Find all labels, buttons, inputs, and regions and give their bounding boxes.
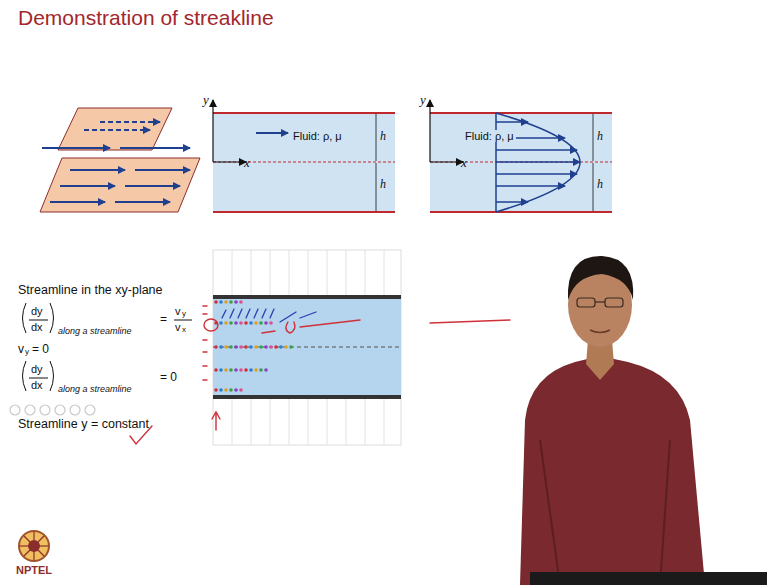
- dye-dot: [239, 321, 243, 325]
- axis-label: x: [461, 156, 467, 170]
- dye-dot: [249, 368, 253, 372]
- equation-marks: [23, 303, 193, 391]
- variable: v: [175, 321, 181, 333]
- dye-dot: [274, 345, 278, 349]
- dye-dot: [249, 321, 253, 325]
- dye-dot: [234, 368, 238, 372]
- dye-dot: [264, 321, 268, 325]
- dye-dot: [229, 300, 233, 304]
- equals-sign: =: [160, 313, 167, 326]
- dye-dot: [214, 345, 218, 349]
- dye-dot: [269, 321, 273, 325]
- dye-dot: [234, 300, 238, 304]
- nptel-logo: [19, 531, 49, 561]
- dye-dot: [244, 345, 248, 349]
- streakline-frame: [213, 250, 401, 445]
- axis-label: y: [203, 93, 209, 107]
- fluid-label: Fluid: ρ, μ: [291, 130, 344, 142]
- variable: v: [18, 343, 24, 356]
- dye-dot: [214, 300, 218, 304]
- dye-dot: [269, 345, 273, 349]
- dye-dot: [224, 368, 228, 372]
- dye-dot: [219, 300, 223, 304]
- dye-dot: [259, 368, 263, 372]
- dye-dot: [239, 388, 243, 392]
- fraction-denominator: dx: [31, 321, 43, 333]
- channel-panel: [213, 100, 395, 212]
- dye-dot: [244, 321, 248, 325]
- dimension-label: h: [597, 130, 603, 143]
- variable: v: [175, 305, 181, 317]
- dye-dot: [229, 368, 233, 372]
- dye-dot: [234, 388, 238, 392]
- dye-dot: [259, 321, 263, 325]
- axis-label: x: [244, 156, 250, 170]
- dye-dot: [239, 368, 243, 372]
- fluid-channel: Fluid: ρ, μ: [213, 113, 395, 212]
- logo-text: NPTEL: [16, 564, 52, 576]
- equation-text: = 0: [160, 371, 177, 384]
- dye-dot: [219, 321, 223, 325]
- dye-dot: [289, 345, 293, 349]
- subscript: y: [182, 310, 186, 319]
- dimension-label: h: [597, 178, 603, 191]
- dye-dot: [254, 368, 258, 372]
- slide-title: Demonstration of streakline: [18, 6, 274, 30]
- subscript-note: along a streamline: [58, 385, 132, 395]
- player-controls: [10, 405, 95, 415]
- dye-dot: [239, 300, 243, 304]
- dye-dot: [254, 321, 258, 325]
- dye-dot: [229, 388, 233, 392]
- dye-dot: [279, 345, 283, 349]
- lecturer-figure: [520, 256, 767, 585]
- fraction-numerator: dy: [31, 363, 43, 375]
- dye-dot: [219, 368, 223, 372]
- dye-dot: [224, 345, 228, 349]
- dye-dot: [234, 321, 238, 325]
- dye-dot: [224, 388, 228, 392]
- fraction-denominator: dx: [31, 379, 43, 391]
- dye-dot: [224, 300, 228, 304]
- axis-label: y: [420, 93, 426, 107]
- note-text: Streamline in the xy-plane: [18, 284, 163, 298]
- dye-dot: [219, 345, 223, 349]
- dye-dot: [229, 321, 233, 325]
- fraction-numerator: dy: [31, 305, 43, 317]
- dye-dot: [214, 388, 218, 392]
- equation-text: = 0: [32, 343, 49, 356]
- dye-dot: [219, 388, 223, 392]
- plates-illustration: [40, 108, 200, 212]
- dimension-label: h: [380, 178, 386, 191]
- dye-dot: [224, 321, 228, 325]
- dye-dot: [284, 345, 288, 349]
- dye-dot: [214, 368, 218, 372]
- ink-annotation: [130, 306, 510, 444]
- dye-dot: [254, 345, 258, 349]
- subscript: y: [25, 348, 29, 357]
- dye-dot: [239, 345, 243, 349]
- subscript-note: along a streamline: [58, 327, 132, 337]
- note-text: Streamline y = constant: [18, 418, 149, 432]
- dye-dot: [229, 345, 233, 349]
- fluid-label: Fluid: ρ, μ: [463, 130, 516, 142]
- dye-dot: [264, 368, 268, 372]
- dye-dot: [259, 345, 263, 349]
- subscript: x: [182, 326, 186, 335]
- fluid-channel: Fluid: ρ, μ: [430, 113, 612, 212]
- dye-dot: [244, 368, 248, 372]
- dye-dot: [249, 345, 253, 349]
- dimension-label: h: [380, 130, 386, 143]
- dye-dot: [234, 345, 238, 349]
- dye-dot: [264, 345, 268, 349]
- channel-profile-panel: [430, 100, 612, 212]
